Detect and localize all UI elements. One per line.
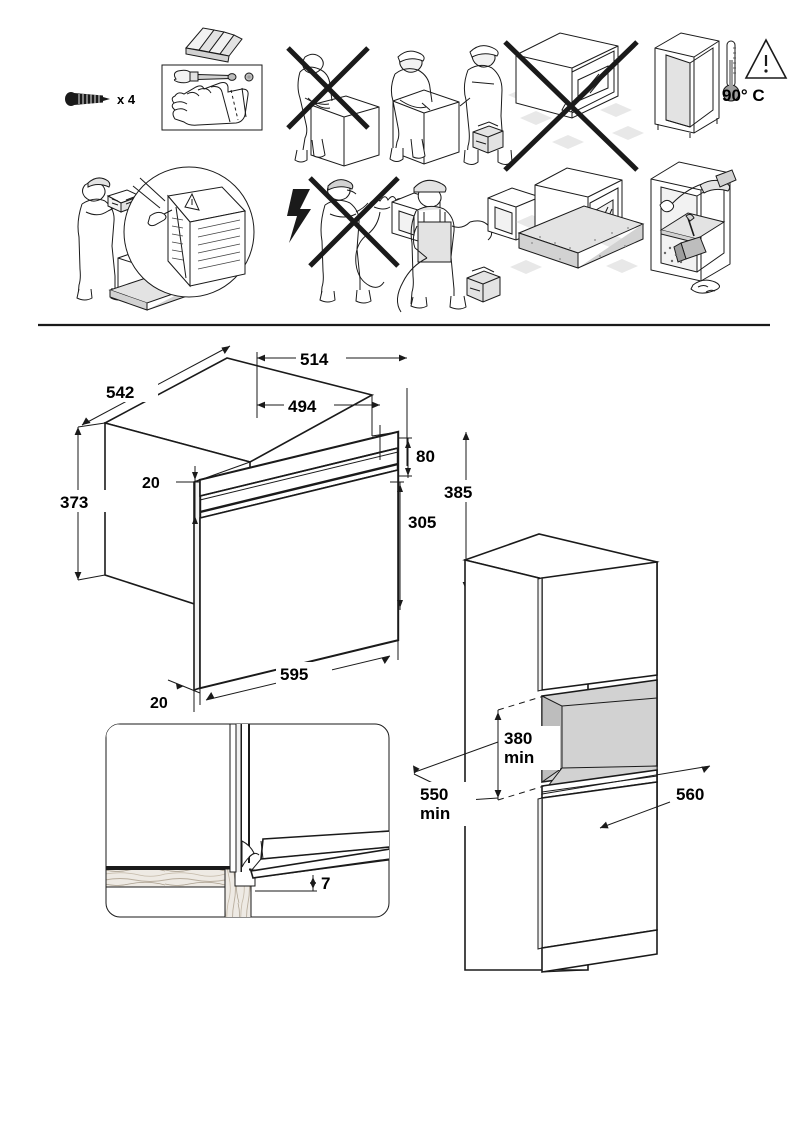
tools-required: [161, 27, 263, 131]
section-divider-rule: [0, 318, 802, 332]
dimension-label-385: 385: [444, 483, 472, 502]
cabinet-icon: [654, 32, 720, 138]
cabinet-cleaning-icon: [650, 161, 737, 294]
dimension-label-494: 494: [288, 397, 317, 416]
prohibition-cross-icon: [503, 40, 639, 172]
thermometer-icon: [722, 40, 740, 102]
dimension-595: 595: [199, 640, 399, 705]
dimension-305: 305: [390, 481, 456, 610]
manual-magnified-icon: [123, 166, 255, 298]
prohibition-cross-icon: [286, 46, 370, 130]
dimension-label-373: 373: [60, 493, 88, 512]
dimension-label-305: 305: [408, 513, 436, 532]
protective-gloves-icon: [171, 82, 249, 126]
oven-body: [102, 357, 400, 692]
screws-required: x 4: [65, 92, 136, 107]
dimension-380-min: 380 min: [494, 695, 560, 801]
pictogram-band: x 4: [0, 0, 802, 325]
dimension-label-550: 550: [420, 785, 448, 804]
clean-cabinet-recess: [650, 161, 737, 294]
dimension-label-514: 514: [300, 350, 329, 369]
screwdriver-icon: [173, 69, 254, 84]
dimension-label-80: 80: [416, 447, 435, 466]
two-person-lift-required: [389, 45, 513, 165]
dimension-label-20-bottom: 20: [150, 695, 168, 712]
prohibition-cross-icon: [308, 176, 400, 268]
temperature-label: 90° C: [722, 86, 765, 105]
dimension-494: 494: [257, 395, 381, 460]
dimension-514: 514: [256, 348, 408, 466]
place-on-soft-surface: [510, 167, 645, 274]
qualified-technician-required: [397, 179, 541, 313]
technician-icon: [397, 179, 541, 313]
dimension-label-380-min: min: [504, 748, 534, 767]
dimension-7: 7: [255, 874, 330, 893]
one-person-lift-forbidden: [286, 46, 380, 167]
dimension-80: 80: [398, 437, 450, 478]
cabinet-reference-arrow: [395, 520, 485, 590]
lightning-bolt-icon: [287, 189, 311, 243]
toolbox-icon: [466, 266, 501, 303]
cabinet-body: [462, 533, 660, 973]
dimension-label-560: 560: [676, 785, 704, 804]
dimension-label-542: 542: [106, 383, 134, 402]
dimension-560: 560: [541, 765, 730, 829]
dimension-550-min: 550 min: [413, 741, 499, 826]
dimension-542: 542: [81, 345, 231, 426]
unqualified-electrical-work-forbidden: [287, 176, 441, 304]
door-shelf-clearance-detail: 7: [105, 723, 390, 918]
warning-triangle-icon: [744, 38, 788, 79]
read-manual: [76, 166, 255, 311]
do-not-carry-by-door: [503, 32, 644, 172]
worker-left-icon: [389, 50, 433, 162]
dimension-373: 373: [56, 422, 108, 581]
toolbox-icon: [472, 121, 504, 154]
dimension-label-595: 595: [280, 665, 308, 684]
screw-quantity-label: x 4: [117, 92, 136, 107]
dimension-label-550-min: min: [420, 804, 450, 823]
cabinet-heat-resistance: 90° C: [654, 32, 788, 138]
oven-on-padding-icon: [517, 167, 645, 269]
dimension-20-top: 20: [140, 466, 199, 524]
cabinet-niche-dimensions-isometric: 380 min 550 min: [410, 530, 795, 990]
dimension-label-20-top: 20: [142, 475, 160, 492]
dimension-label-7: 7: [321, 874, 330, 893]
screw-bits-icon: [185, 27, 243, 63]
oven-dimensions-isometric: 514 494 542: [56, 340, 500, 720]
screw-icon: [65, 92, 110, 106]
dimension-20-bottom: 20: [148, 679, 201, 712]
dimension-label-380: 380: [504, 729, 532, 748]
